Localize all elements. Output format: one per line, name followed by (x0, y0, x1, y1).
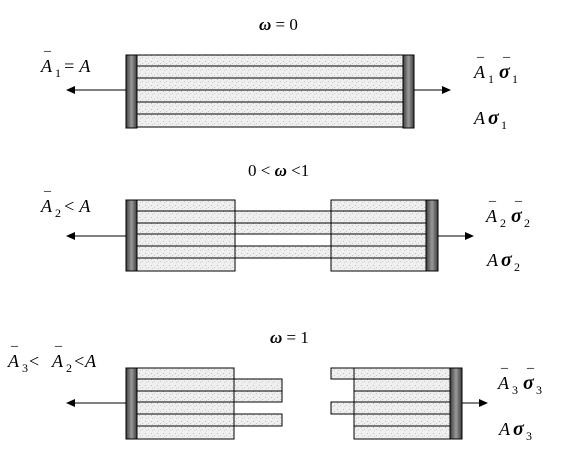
svg-text:1: 1 (512, 72, 518, 86)
fiber-bundle-2 (135, 199, 428, 272)
svg-text:2: 2 (55, 206, 61, 220)
svg-text:_: _ (500, 356, 509, 371)
svg-text:_: _ (502, 45, 511, 60)
svg-text:_: _ (43, 39, 52, 54)
fiber-bundle-3-right (330, 367, 452, 440)
panel-partial-damage: 0 < ω <1 (40, 161, 530, 274)
right-grip-1 (402, 54, 415, 129)
fiber-bundle-3-left (135, 367, 283, 440)
svg-text:3: 3 (512, 383, 518, 397)
svg-text:A: A (7, 351, 20, 371)
svg-text:A: A (40, 196, 53, 216)
svg-text:1: 1 (488, 72, 494, 86)
nominal-stress-label-2: A σ 2 (486, 249, 520, 274)
svg-text:A: A (485, 206, 498, 226)
svg-text:A: A (498, 419, 511, 439)
svg-text:σ: σ (488, 107, 500, 129)
svg-text:σ: σ (501, 249, 513, 271)
effective-area-label-3: A _ 3 < A _ 2 <A (7, 334, 97, 375)
svg-text:A: A (473, 62, 486, 82)
svg-text:A: A (497, 373, 510, 393)
svg-text:σ: σ (523, 372, 535, 394)
effective-stress-label-1: A _ 1 σ _ 1 (473, 45, 518, 86)
svg-text:= A: = A (63, 56, 91, 76)
svg-text:<: < (29, 351, 39, 371)
svg-text:A: A (40, 56, 53, 76)
svg-text:2: 2 (66, 361, 72, 375)
svg-text:2: 2 (500, 216, 506, 230)
svg-text:σ: σ (499, 61, 511, 83)
right-arrow-3 (462, 399, 488, 407)
nominal-stress-label-1: A σ 1 (473, 107, 507, 132)
fiber-bundle-1 (135, 54, 405, 128)
svg-text:<A: <A (73, 351, 97, 371)
svg-text:σ: σ (513, 418, 525, 440)
svg-text:3: 3 (526, 429, 532, 443)
svg-text:A: A (51, 351, 64, 371)
svg-text:2: 2 (514, 260, 520, 274)
panel-intact: ω = 0 A _ 1 = A A (40, 15, 518, 132)
svg-text:< A: < A (63, 196, 91, 216)
left-arrow-2 (66, 232, 126, 240)
left-grip-2 (125, 199, 138, 272)
svg-text:A: A (486, 250, 499, 270)
svg-text:_: _ (10, 334, 19, 349)
svg-text:_: _ (488, 189, 497, 204)
left-arrow-1 (66, 86, 126, 94)
panel-full-damage: ω = 1 (7, 328, 542, 443)
svg-text:3: 3 (536, 383, 542, 397)
svg-text:_: _ (476, 45, 485, 60)
svg-text:_: _ (514, 189, 523, 204)
svg-text:A: A (473, 108, 486, 128)
svg-text:_: _ (526, 356, 535, 371)
effective-area-label-2: A _ 2 < A (40, 179, 91, 220)
svg-text:_: _ (43, 179, 52, 194)
condition-label-1: ω = 0 (259, 15, 298, 34)
svg-text:3: 3 (22, 361, 28, 375)
svg-text:1: 1 (55, 66, 61, 80)
effective-area-label-1: A _ 1 = A (40, 39, 91, 80)
effective-stress-label-3: A _ 3 σ _ 3 (497, 356, 542, 397)
right-arrow-2 (438, 232, 474, 240)
left-grip-3 (125, 367, 138, 440)
right-grip-3 (449, 367, 463, 440)
right-arrow-1 (414, 86, 451, 94)
left-grip-1 (125, 54, 138, 129)
nominal-stress-label-3: A σ 3 (498, 418, 532, 443)
svg-text:2: 2 (524, 216, 530, 230)
left-arrow-3 (66, 399, 126, 407)
condition-label-2: 0 < ω <1 (248, 161, 309, 180)
condition-label-3: ω = 1 (270, 328, 309, 347)
right-grip-2 (425, 199, 439, 272)
svg-text:1: 1 (501, 118, 507, 132)
effective-stress-label-2: A _ 2 σ _ 2 (485, 189, 530, 230)
svg-text:σ: σ (511, 205, 523, 227)
svg-text:_: _ (54, 334, 63, 349)
